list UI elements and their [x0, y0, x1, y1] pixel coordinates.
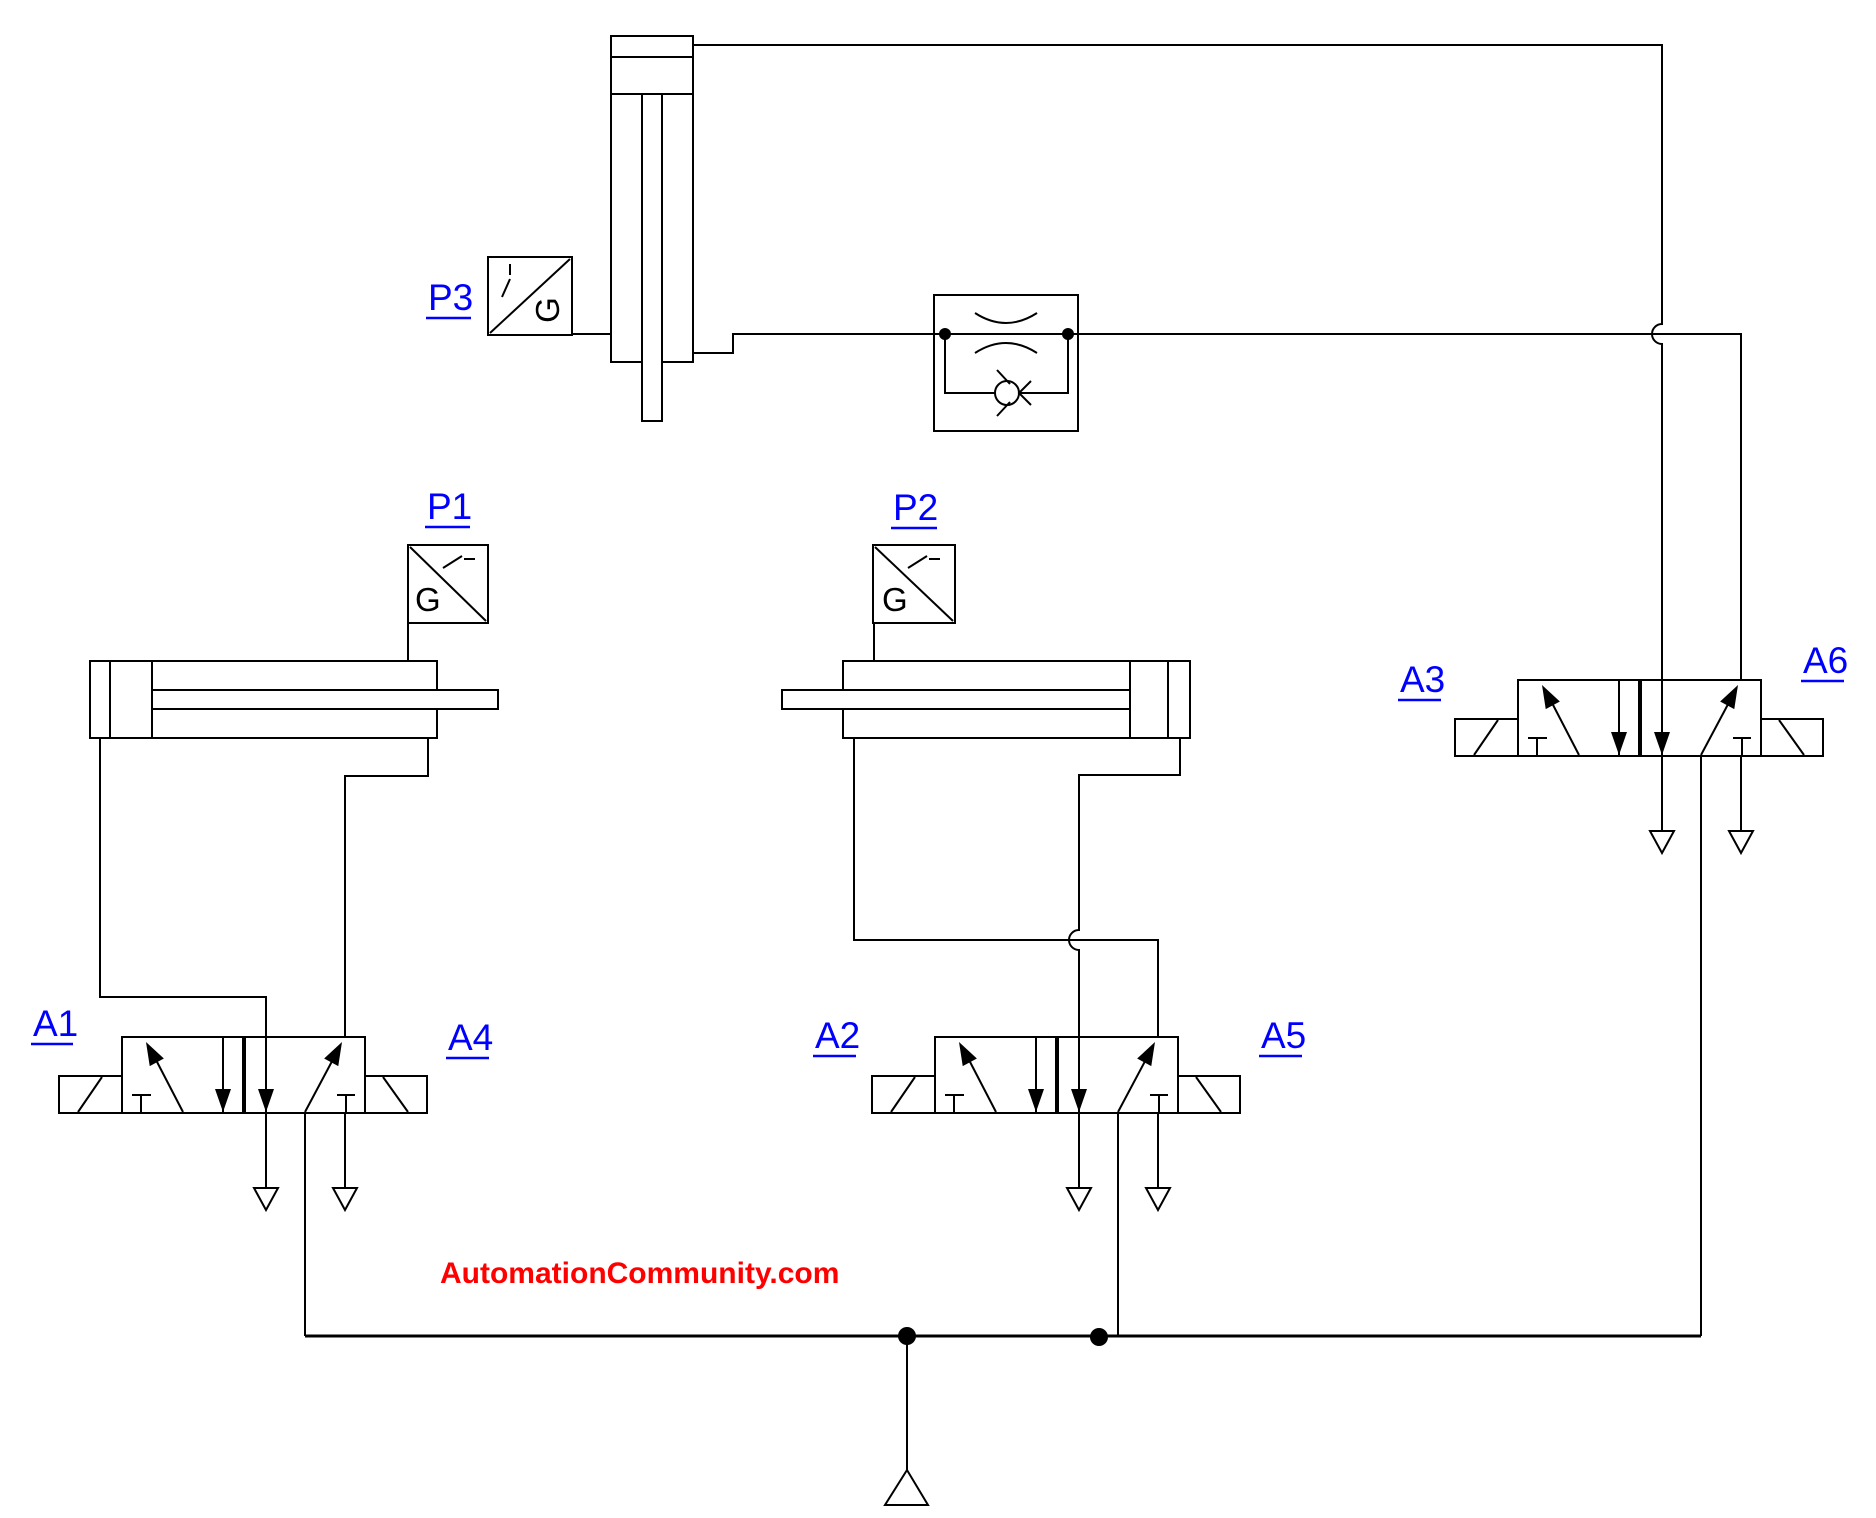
piston-rod — [641, 93, 663, 422]
piston-rod — [781, 689, 1131, 710]
sensor-glyph: G — [529, 297, 566, 323]
label-a2: A2 — [815, 1015, 860, 1056]
wire-cyl2-left-port — [853, 738, 1159, 1037]
label-a5: A5 — [1261, 1015, 1306, 1056]
label-p3: P3 — [428, 277, 473, 318]
valve-a3-a6 — [1454, 679, 1824, 854]
wire-top-port-to-a3 — [693, 44, 1663, 680]
valve-a1-a4 — [58, 1036, 428, 1211]
wire-cyl1-right-port — [344, 738, 429, 1037]
label-a6: A6 — [1803, 640, 1848, 681]
wire-bottom-port-to-a6 — [693, 333, 1742, 680]
label-a1: A1 — [33, 1003, 78, 1044]
check-valve-ball-icon — [994, 380, 1020, 406]
watermark-text: AutomationCommunity.com — [440, 1257, 839, 1290]
junction-dot — [898, 1327, 916, 1345]
sensor-diagonal — [874, 546, 954, 622]
sensor-glyph: G — [415, 581, 441, 618]
junction-dot — [939, 328, 951, 340]
check-valve-seat-icon — [1017, 380, 1032, 406]
component-labels: P1 P2 P3 A1 A2 A3 A4 A5 A6 — [31, 277, 1848, 1060]
sensor-diagonal — [409, 546, 487, 622]
switch-contact-icon — [907, 555, 940, 569]
wire-cyl1-left-port — [99, 738, 267, 1037]
flow-control-body — [933, 294, 1079, 432]
junction-dot — [1090, 1328, 1108, 1346]
cylinder-1 — [89, 660, 499, 739]
check-valve-seat-ticks — [996, 369, 1011, 417]
label-a3: A3 — [1400, 659, 1445, 700]
cylinder-2 — [781, 660, 1191, 739]
sensor-diagonal — [489, 258, 571, 334]
sensor-box — [407, 544, 489, 624]
wire-cyl2-right-port — [1068, 738, 1181, 1037]
pressure-source-icon — [883, 1468, 930, 1506]
piston-rod — [151, 689, 499, 710]
label-p2: P2 — [893, 487, 938, 528]
junction-dot — [1062, 328, 1074, 340]
switch-contact-icon — [442, 555, 475, 569]
label-a4: A4 — [448, 1017, 493, 1058]
throttle-arc — [974, 312, 1038, 324]
flow-control-valve — [933, 294, 1079, 432]
tubing-lines — [99, 44, 1742, 1506]
sensor-p2: G — [872, 544, 956, 624]
cylinder-vertical — [610, 35, 694, 422]
valve-a2-a5 — [871, 1036, 1241, 1211]
sensor-box — [872, 544, 956, 624]
sensor-p3: G — [487, 256, 573, 336]
sensor-glyph: G — [882, 581, 908, 618]
throttle-arc — [974, 342, 1038, 354]
label-p1: P1 — [427, 486, 472, 527]
switch-contact-icon — [501, 264, 511, 298]
sensor-p1: G — [407, 544, 489, 624]
sensor-box — [487, 256, 573, 336]
